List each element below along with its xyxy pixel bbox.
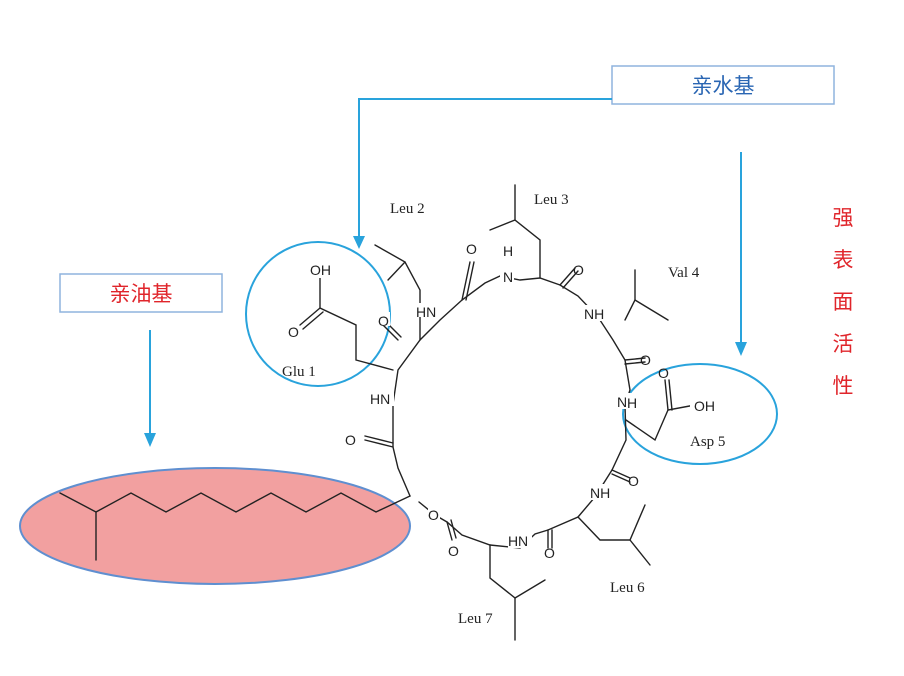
arrow-to-glu [353, 236, 365, 249]
hydrophilic-connector [358, 98, 612, 240]
svg-text:O: O [658, 365, 669, 381]
svg-text:活: 活 [833, 332, 854, 356]
residue-val4: Val 4 [668, 265, 700, 281]
svg-text:NH: NH [584, 306, 604, 322]
svg-text:HN: HN [370, 391, 390, 407]
hydrophilic-label: 亲水基 [692, 74, 755, 98]
svg-text:性: 性 [833, 374, 854, 398]
svg-text:N: N [617, 394, 627, 410]
svg-text:O: O [345, 432, 356, 448]
residue-leu2: Leu 2 [390, 201, 425, 217]
svg-text:面: 面 [833, 290, 854, 314]
lipophilic-label: 亲油基 [110, 282, 173, 306]
svg-text:OH: OH [310, 262, 331, 278]
svg-text:O: O [466, 241, 477, 257]
svg-text:O: O [288, 324, 299, 340]
svg-text:强: 强 [833, 206, 854, 230]
residue-asp5: Asp 5 [690, 434, 725, 450]
svg-text:O: O [378, 313, 389, 329]
residue-leu7: Leu 7 [458, 611, 493, 627]
asp-carboxyl-highlight [622, 363, 778, 465]
svg-text:表: 表 [833, 248, 854, 272]
svg-text:H: H [503, 243, 513, 259]
svg-text:HN: HN [416, 304, 436, 320]
hydrophilic-label-box [611, 65, 835, 105]
residue-leu3: Leu 3 [534, 192, 569, 208]
svg-text:O: O [640, 352, 651, 368]
svg-text:H: H [508, 533, 518, 549]
svg-text:N: N [518, 533, 528, 549]
svg-text:N: N [503, 269, 513, 285]
lipophilic-tail-highlight [19, 467, 411, 585]
svg-text:O: O [428, 507, 439, 523]
arrow-to-asp [735, 342, 747, 356]
svg-text:NH: NH [590, 485, 610, 501]
residue-labels: Glu 1 Leu 2 Leu 3 Val 4 Asp 5 Leu 6 Leu … [282, 192, 725, 627]
surface-activity-label: 强 表 面 活 性 [833, 206, 854, 398]
svg-text:O: O [544, 545, 555, 561]
lipophilic-label-box [59, 273, 223, 313]
svg-text:O: O [628, 473, 639, 489]
svg-text:OH: OH [694, 398, 715, 414]
svg-text:O: O [573, 262, 584, 278]
lipophilic-arrow-head [144, 433, 156, 447]
svg-text:H: H [627, 395, 637, 411]
residue-glu1: Glu 1 [282, 364, 316, 380]
atom-labels: OH O O HN O H N O NH O N H O OH O NH O H… [288, 241, 730, 561]
svg-text:O: O [448, 543, 459, 559]
residue-leu6: Leu 6 [610, 580, 645, 596]
